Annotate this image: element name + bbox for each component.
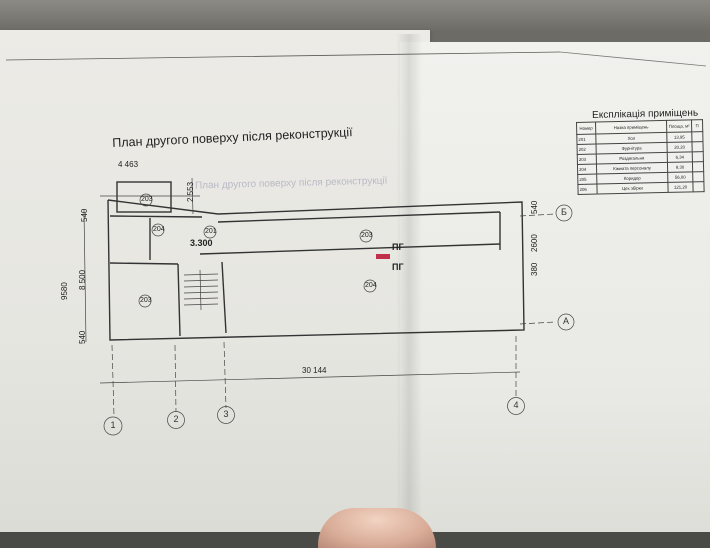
room-number: 201 [205,228,217,235]
room-name: Цех збірки [596,182,669,195]
pg-label: ПГ [392,262,404,272]
corridor-wall-bottom [199,243,501,255]
axis-3-marker [217,406,235,424]
axis-label-4: 4 [513,400,519,410]
sheet-fold [396,34,422,532]
dim-right-low: 380 [530,262,539,276]
dim-edge-bottom: 540 [78,330,87,344]
room-number: 203 [141,196,153,203]
room-number: 203 [361,232,373,239]
outer-wall [107,199,525,341]
room-num: 205 [577,174,597,185]
dim-right-top: 540 [530,200,539,214]
axis-label-2: 2 [173,414,179,424]
room-note [691,141,704,152]
floor-plan-drawing [5,51,707,436]
stair-wall-left [177,263,181,337]
room-divider-top [109,215,203,218]
dim-top-width: 4 463 [118,160,139,169]
room-num: 201 [576,134,597,145]
dim-stair-block: 2 553 [186,181,195,202]
explication-table: Номер Назва приміщень Площа, м² П 201 Хо… [576,119,705,195]
axis-b-marker [555,204,573,222]
room-divider-1 [109,262,179,265]
room-note [692,161,704,172]
room-area: 8,30 [667,161,693,173]
room-num: 203 [577,154,597,165]
axis-a-marker [557,313,575,331]
room-note [691,131,703,142]
photo-scene: План другого поверху після реконструкції… [0,30,710,548]
room-area: 20,20 [666,141,693,153]
door-mark [376,254,390,259]
room-note [692,151,704,162]
dim-edge-top: 540 [80,208,89,222]
header-note: П [691,119,703,132]
room-number: 204 [153,226,165,233]
room-area: 6,34 [667,151,693,163]
hand-holding-sheet [318,508,436,548]
dim-inner-height: 8 500 [78,269,87,290]
pg-label: ПГ [392,242,404,252]
room-area: 121,20 [667,181,694,193]
dim-right-mid: 2600 [530,234,539,252]
sheet-border-top-right [559,51,707,67]
axis-1-marker [103,416,123,436]
axis-4-marker [507,397,525,415]
room-203-block [116,181,172,213]
corridor-wall-top [217,211,501,223]
level-mark: 3.300 [190,238,213,248]
dim-overall-length: 30 144 [302,366,327,375]
sheet-border-top [5,51,561,61]
drawing-sheet-right [400,42,710,532]
room-area: 56,00 [667,171,693,183]
room-note [692,181,705,192]
axis-label-a: А [562,316,569,326]
room-number: 204 [365,282,377,289]
axis-label-1: 1 [110,420,116,430]
axis-2-marker [167,411,185,429]
stair-wall-right [221,261,227,334]
room-num: 204 [577,164,597,175]
room-num: 202 [577,144,597,155]
axis-label-b: Б [561,207,567,217]
room-area: 13,95 [666,131,692,143]
header-number: Номер [576,122,596,135]
header-area: Площа, м² [666,119,692,133]
dim-total-height: 9580 [60,282,69,300]
overall-dim-line [99,371,521,384]
table-row: 206 Цех збірки 121,20 [577,181,705,195]
room-note [692,171,704,182]
room-number: 203 [140,297,152,304]
axis-label-3: 3 [223,409,229,419]
drawing-sheet-left [0,30,430,532]
room-num: 206 [577,184,598,195]
